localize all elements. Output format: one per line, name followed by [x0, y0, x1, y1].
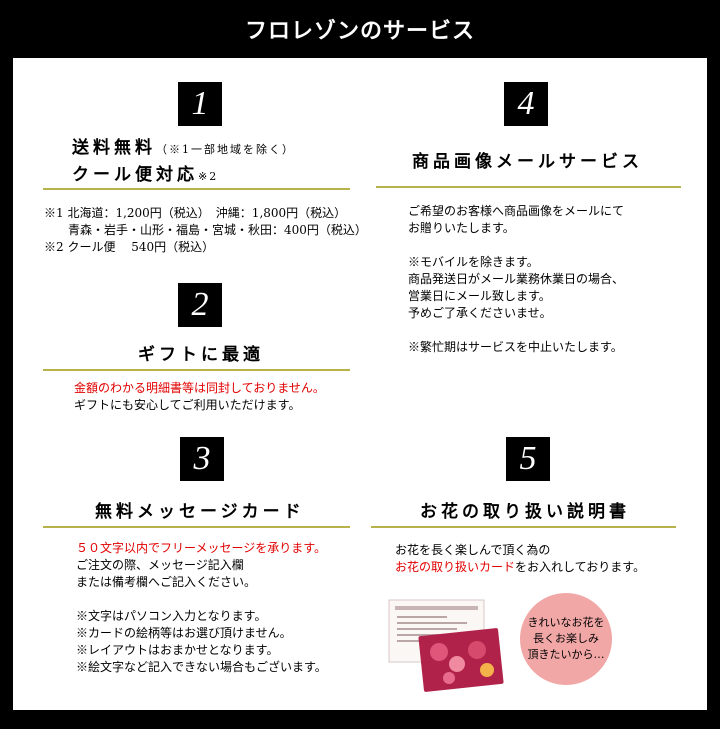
care-card-image	[388, 599, 504, 692]
section-4-title: 商品画像メールサービス	[412, 152, 643, 172]
section-4-line: ご希望のお客様へ商品画像をメールにて	[408, 204, 625, 218]
section-1-subtitle: クール便対応※2	[72, 160, 218, 185]
section-5-rule	[371, 526, 676, 528]
section-4-number: 4	[504, 82, 548, 126]
section-2-line: ギフトにも安心してご利用いただけます。	[74, 398, 301, 412]
section-4-line: お贈りいたします。	[408, 221, 515, 235]
section-4-note: 予めご了承くださいませ。	[408, 306, 552, 320]
bubble-line: きれいなお花を	[527, 616, 605, 629]
section-4-note: ※モバイルを除きます。	[408, 255, 539, 269]
section-1-line: 青森・岩手・山形・福島・宮城・秋田：400円（税込）	[44, 223, 367, 237]
section-1-details: ※1 北海道：1,200円（税込） 沖縄：1,800円（税込） 青森・岩手・山形…	[44, 205, 367, 256]
section-3-highlight: ５０文字以内でフリーメッセージを承ります。	[76, 541, 327, 555]
care-card-link-text: お花の取り扱いカード	[395, 560, 516, 574]
care-message-bubble: きれいなお花を 長くお楽しみ 頂きたいから…	[520, 593, 612, 685]
section-4-busy-note: ※繁忙期はサービスを中止いたします。	[408, 340, 623, 354]
section-3-line: または備考欄へご記入ください。	[76, 575, 257, 589]
section-1-subtitle-main: クール便対応	[72, 165, 198, 185]
section-5-line-rest: をお入れしております。	[515, 560, 646, 574]
section-1-line: ※2 クール便 540円（税込）	[44, 240, 215, 254]
section-1-number: 1	[178, 82, 222, 126]
section-3-line: ご注文の際、メッセージ記入欄	[76, 558, 244, 572]
section-1-subtitle-note: ※2	[198, 170, 219, 183]
section-3-number: 3	[180, 437, 224, 481]
section-5-line: お花を長く楽しんで頂く為の	[395, 543, 551, 557]
section-2-title: ギフトに最適	[138, 345, 264, 365]
section-5-number: 5	[506, 437, 550, 481]
section-4-note: 商品発送日がメール業務休業日の場合、	[408, 272, 625, 286]
header: フロレゾンのサービス	[0, 0, 720, 58]
section-2-details: 金額のわかる明細書等は同封しておりません。 ギフトにも安心してご利用いただけます…	[74, 380, 325, 414]
section-3-note: ※絵文字など記入できない場合もございます。	[76, 660, 327, 674]
page-title: フロレゾンのサービス	[244, 18, 475, 44]
section-1-line: ※1 北海道：1,200円（税込） 沖縄：1,800円（税込）	[44, 206, 347, 220]
section-5-title: お花の取り扱い説明書	[420, 502, 630, 522]
section-1-rule	[43, 188, 350, 190]
section-2-warning: 金額のわかる明細書等は同封しておりません。	[74, 381, 325, 395]
section-3-rule	[43, 526, 350, 528]
section-4-note: 営業日にメール致します。	[408, 289, 551, 303]
section-3-title: 無料メッセージカード	[95, 502, 305, 522]
section-3-note: ※レイアウトはおまかせとなります。	[76, 643, 279, 657]
section-1-title: 送料無料（※1一部地域を除く）	[72, 133, 295, 158]
bubble-line: 頂きたいから…	[527, 648, 605, 661]
section-4-details: ご希望のお客様へ商品画像をメールにて お贈りいたします。 ※モバイルを除きます。…	[408, 203, 624, 356]
section-5-details: お花を長く楽しんで頂く為の お花の取り扱いカードをお入れしております。	[395, 542, 645, 576]
section-2-number: 2	[178, 283, 222, 327]
section-1-title-note: （※1一部地域を除く）	[156, 143, 295, 156]
section-4-rule	[376, 186, 681, 188]
section-1-title-main: 送料無料	[72, 138, 156, 158]
bubble-line: 長くお楽しみ	[533, 632, 599, 645]
section-3-note: ※カードの絵柄等はお選び頂けません。	[76, 626, 292, 640]
section-5-line-2: お花の取り扱いカードをお入れしております。	[395, 559, 645, 576]
section-3-details: ５０文字以内でフリーメッセージを承ります。 ご注文の際、メッセージ記入欄 または…	[76, 540, 327, 676]
section-3-note: ※文字はパソコン入力となります。	[76, 609, 267, 623]
section-2-rule	[43, 369, 350, 371]
